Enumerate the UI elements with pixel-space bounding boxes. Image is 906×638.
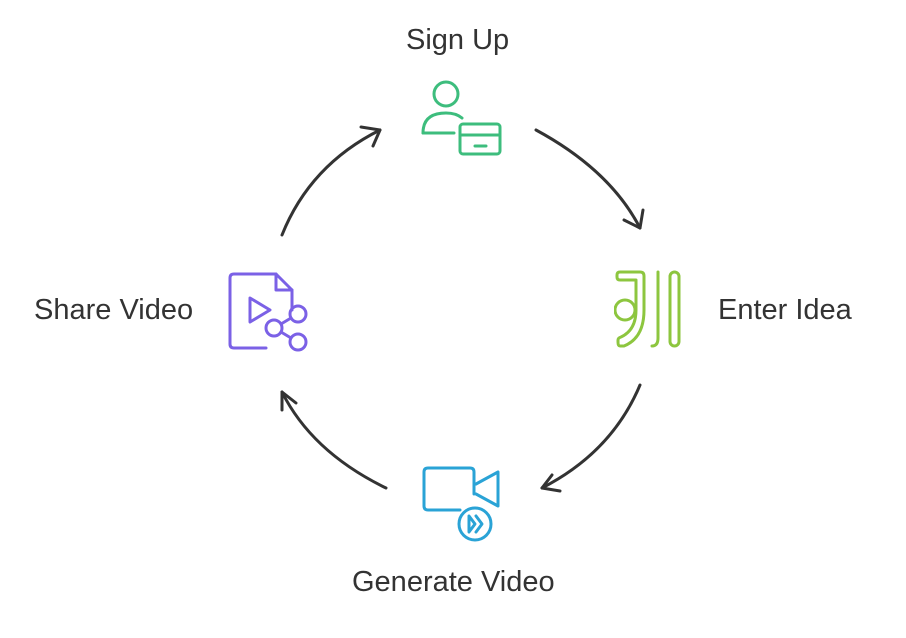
step-label-sign-up: Sign Up: [406, 24, 510, 56]
arrowhead-generate-to-share: [280, 390, 298, 412]
arrow-signup-to-enter: [534, 128, 642, 230]
arrowhead-signup-to-enter: [622, 208, 645, 230]
arrowhead-share-to-signup: [359, 125, 382, 148]
user-card-icon: [421, 80, 502, 156]
idea-glyph-icon: [614, 270, 681, 348]
video-camera-icon: [422, 466, 500, 542]
arrow-share-to-signup: [280, 128, 382, 237]
video-share-icon: [228, 272, 308, 352]
step-label-generate-video: Generate Video: [352, 566, 555, 598]
step-label-enter-idea: Enter Idea: [718, 294, 852, 326]
arrowhead-enter-to-generate: [540, 473, 562, 493]
arrow-enter-to-generate: [540, 383, 642, 490]
step-label-share-video: Share Video: [34, 294, 194, 326]
arrow-generate-to-share: [280, 390, 388, 490]
arrow-group: [280, 125, 645, 493]
